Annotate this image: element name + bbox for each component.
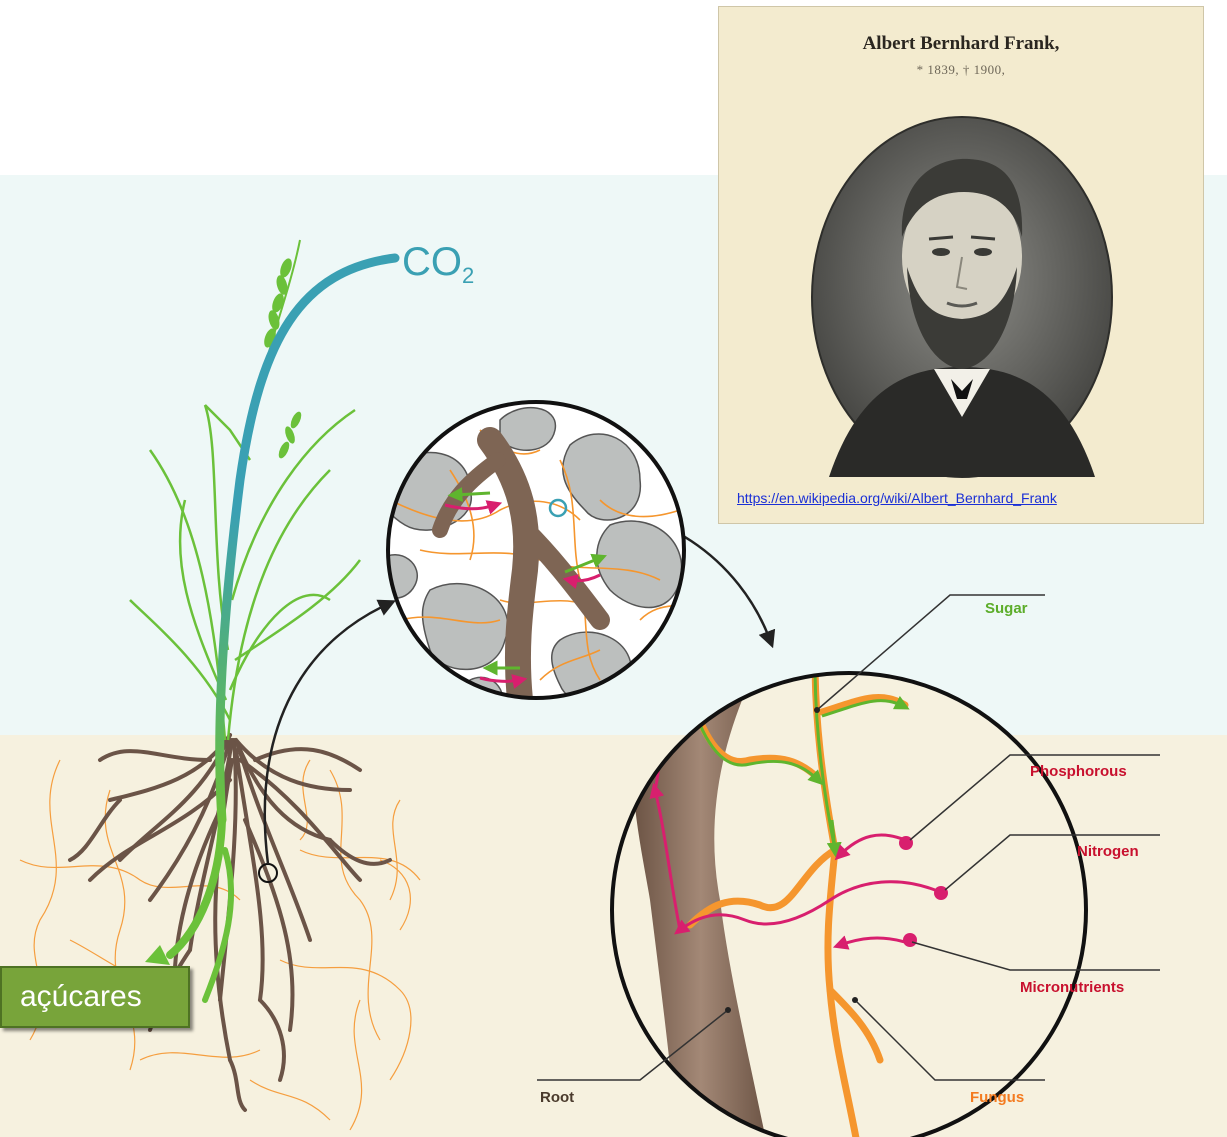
portrait-panel: Albert Bernhard Frank, * 1839, † 1900, h…	[718, 6, 1204, 524]
label-nitrogen: Nitrogen	[1077, 843, 1139, 860]
label-root: Root	[540, 1089, 574, 1106]
portrait-image	[719, 7, 1205, 525]
label-phosphorous: Phosphorous	[1030, 763, 1127, 780]
portrait-dates: * 1839, † 1900,	[719, 62, 1203, 78]
label-sugar: Sugar	[985, 600, 1028, 617]
wikipedia-link[interactable]: https://en.wikipedia.org/wiki/Albert_Ber…	[737, 490, 1207, 506]
label-fungus: Fungus	[970, 1089, 1024, 1106]
label-micronutrients: Micronutrients	[1020, 979, 1124, 996]
sugars-callout: açúcares	[0, 966, 190, 1028]
portrait-name: Albert Bernhard Frank,	[719, 33, 1203, 55]
